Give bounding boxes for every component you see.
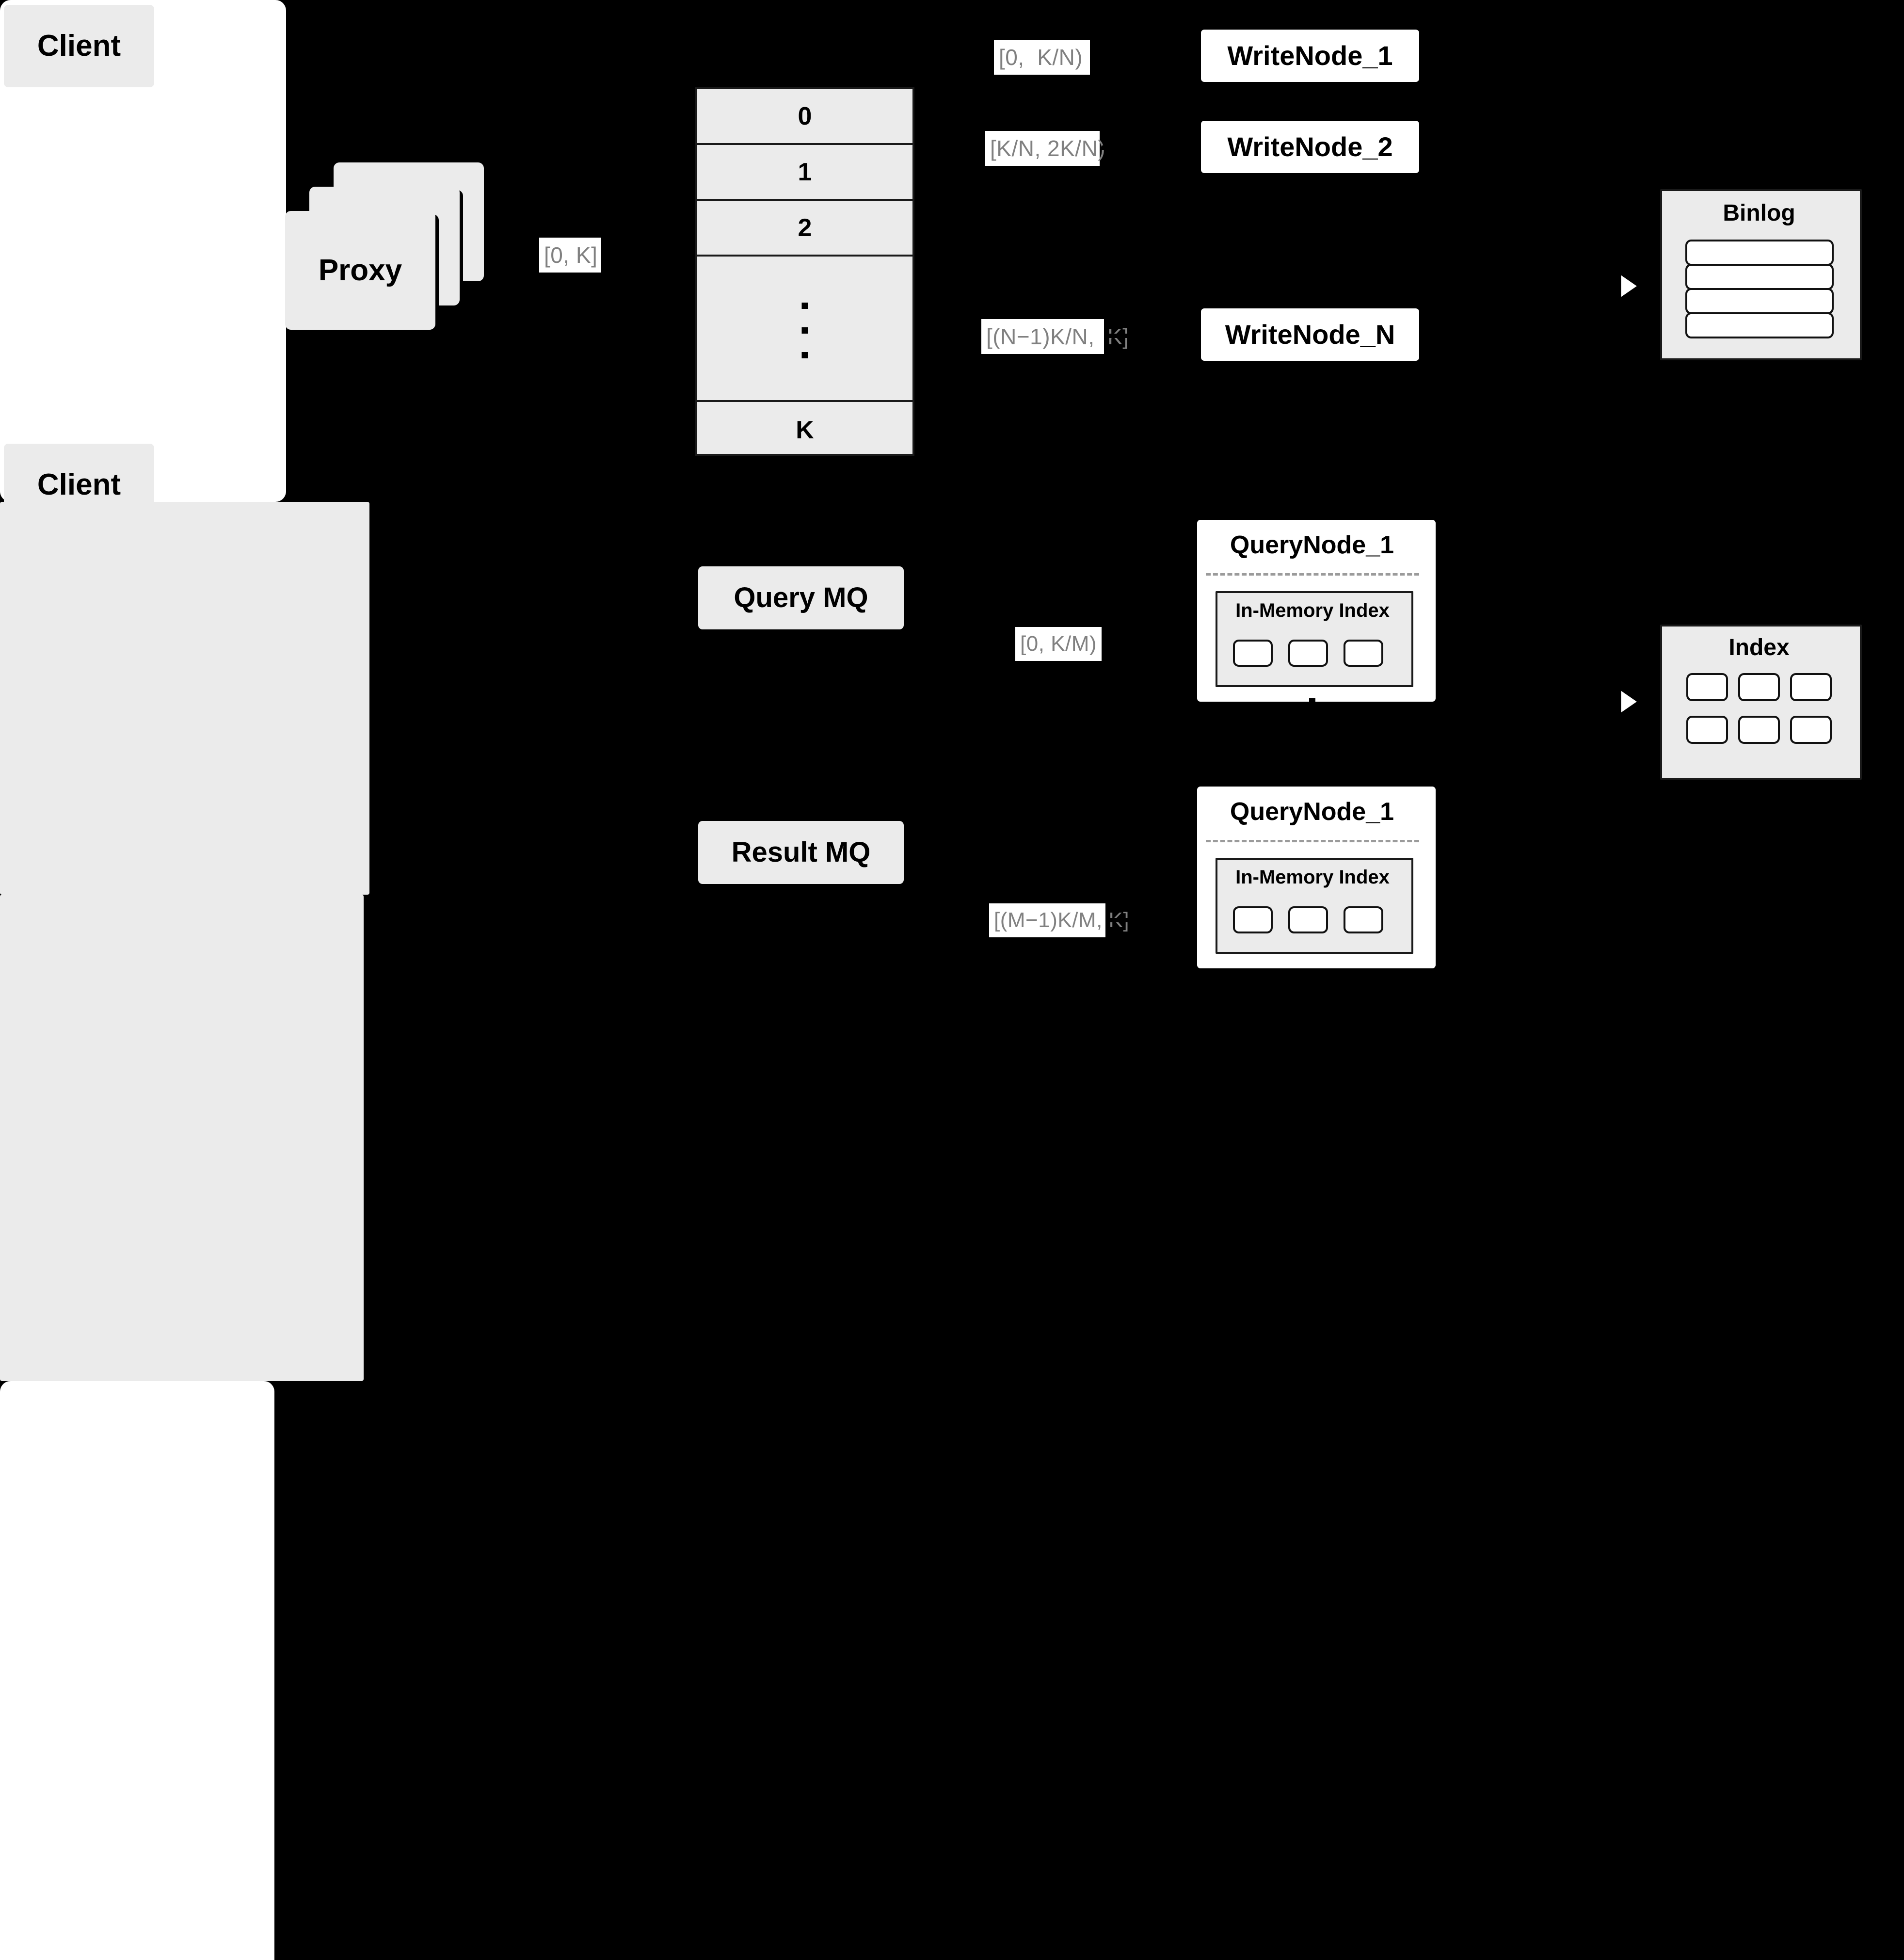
write-node-label-1: WriteNode_1: [1227, 40, 1393, 71]
write-arrow-head-n: [1178, 322, 1197, 349]
inmemory-index-title-2: In-Memory Index: [1217, 867, 1408, 888]
query-range-label-2: [(M−1)K/M, K]: [989, 903, 1129, 937]
index-segment-2-2[interactable]: [1288, 906, 1328, 933]
binlog-title: Binlog: [1662, 200, 1856, 226]
write-range-text-1: [0, K/N): [999, 45, 1083, 70]
write-arrow-line-n: [1106, 334, 1179, 338]
write-node-n[interactable]: WriteNode_N: [1197, 304, 1424, 365]
index-cell-r1c3[interactable]: [1790, 673, 1832, 701]
wal-row-2[interactable]: 2: [697, 201, 912, 257]
write-node-2[interactable]: WriteNode_2: [1197, 116, 1424, 177]
query-node-title-text-2: QueryNode_1: [1230, 798, 1394, 826]
inmemory-index-title-1: In-Memory Index: [1217, 600, 1408, 622]
query-mq-label: Query MQ: [734, 581, 868, 613]
binlog-arrow-head: [1618, 269, 1642, 303]
proxy-range-text: [0, K]: [544, 242, 598, 268]
proxy-label: Proxy: [318, 253, 402, 287]
index-segment-1-3[interactable]: [1344, 640, 1383, 667]
write-arrow-line-2: [1102, 145, 1179, 150]
index-cell-r1c1[interactable]: [1686, 673, 1728, 701]
write-node-label-n: WriteNode_N: [1225, 319, 1395, 350]
write-range-label-1: [0, K/N): [994, 40, 1090, 75]
index-cell-r2c2[interactable]: [1738, 716, 1780, 744]
query-node-ellipsis: [1309, 698, 1315, 761]
query-range-label-1: [0, K/M): [1015, 627, 1102, 661]
store-engine-title-text: Store Engine: [1669, 124, 1842, 156]
store-engine-panel: [0, 1381, 274, 1960]
index-segment-1-2[interactable]: [1288, 640, 1328, 667]
client-label-2: Client: [37, 468, 121, 502]
query-node-divider-1: [1206, 573, 1419, 576]
index-title: Index: [1662, 634, 1856, 661]
query-node-title-text-1: QueryNode_1: [1230, 531, 1394, 559]
write-arrow-head-1: [1178, 44, 1197, 70]
index-box[interactable]: Index: [1660, 625, 1862, 780]
wal-row-1[interactable]: 1: [697, 145, 912, 201]
binlog-segment-4[interactable]: [1685, 312, 1834, 338]
wal-table: 0 1 2 K: [695, 87, 914, 456]
query-node-title-1: QueryNode_1: [1197, 530, 1427, 560]
wal-row-label-0: 0: [798, 102, 812, 130]
write-arrow-head-2: [1178, 134, 1197, 161]
wal-title: WAL: [662, 28, 948, 63]
query-node-2[interactable]: QueryNode_1 In-Memory Index: [1193, 782, 1440, 973]
wal-ellipsis-dots: [801, 303, 808, 358]
inmemory-index-title-text-1: In-Memory Index: [1235, 600, 1390, 621]
write-node-ellipsis: [1306, 206, 1312, 269]
index-cell-r2c3[interactable]: [1790, 716, 1832, 744]
write-range-label-n: [(N−1)K/N, K]: [981, 319, 1129, 354]
binlog-arrow-line: [1600, 284, 1620, 288]
wal-row-ellipsis: [697, 257, 912, 402]
index-cell-r2c1[interactable]: [1686, 716, 1728, 744]
index-segment-2-1[interactable]: [1233, 906, 1273, 933]
result-mq-label: Result MQ: [731, 836, 871, 868]
index-title-text: Index: [1728, 635, 1790, 660]
write-range-text-2: [K/N, 2K/N): [990, 136, 1106, 161]
query-arrow-line-2: [1109, 918, 1179, 922]
inmemory-index-1[interactable]: In-Memory Index: [1216, 591, 1413, 687]
query-node-group: [0, 895, 364, 1381]
query-node-divider-2: [1206, 840, 1419, 842]
query-arrow-line-1: [1105, 642, 1179, 646]
write-arrow-line-1: [1094, 55, 1179, 59]
client-box-1[interactable]: Client: [4, 5, 154, 87]
index-arrow-head: [1618, 685, 1642, 719]
store-engine-title: Store Engine: [1618, 124, 1893, 156]
write-node-1[interactable]: WriteNode_1: [1197, 25, 1424, 86]
binlog-segment-1[interactable]: [1685, 240, 1834, 266]
proxy-card-front[interactable]: Proxy: [285, 211, 435, 330]
client-label-1: Client: [37, 29, 121, 63]
write-node-group: [0, 502, 369, 895]
wal-row-label-K: K: [796, 416, 814, 444]
binlog-title-text: Binlog: [1723, 200, 1795, 226]
binlog-box[interactable]: Binlog: [1660, 189, 1862, 360]
index-cell-r1c2[interactable]: [1738, 673, 1780, 701]
write-node-label-2: WriteNode_2: [1227, 131, 1393, 162]
proxy-range-label: [0, K]: [539, 238, 601, 273]
wal-row-label-2: 2: [798, 213, 812, 242]
query-range-text-1: [0, K/M): [1020, 632, 1097, 656]
binlog-segment-2[interactable]: [1685, 264, 1834, 290]
write-range-label-2: [K/N, 2K/N): [985, 131, 1105, 166]
query-node-1[interactable]: QueryNode_1 In-Memory Index: [1193, 515, 1440, 706]
binlog-segment-3[interactable]: [1685, 288, 1834, 314]
query-node-title-2: QueryNode_1: [1197, 797, 1427, 826]
wal-row-label-1: 1: [798, 158, 812, 186]
wal-row-0[interactable]: 0: [697, 89, 912, 145]
inmemory-index-title-text-2: In-Memory Index: [1235, 867, 1390, 888]
wal-title-text: WAL: [772, 29, 839, 62]
wal-row-K[interactable]: K: [697, 402, 912, 458]
index-segment-2-3[interactable]: [1344, 906, 1383, 933]
result-mq-box[interactable]: Result MQ: [698, 821, 904, 884]
query-mq-box[interactable]: Query MQ: [698, 566, 904, 629]
index-arrow-line: [1600, 700, 1620, 703]
inmemory-index-2[interactable]: In-Memory Index: [1216, 858, 1413, 954]
index-segment-1-1[interactable]: [1233, 640, 1273, 667]
client-box-2[interactable]: Client: [4, 444, 154, 526]
